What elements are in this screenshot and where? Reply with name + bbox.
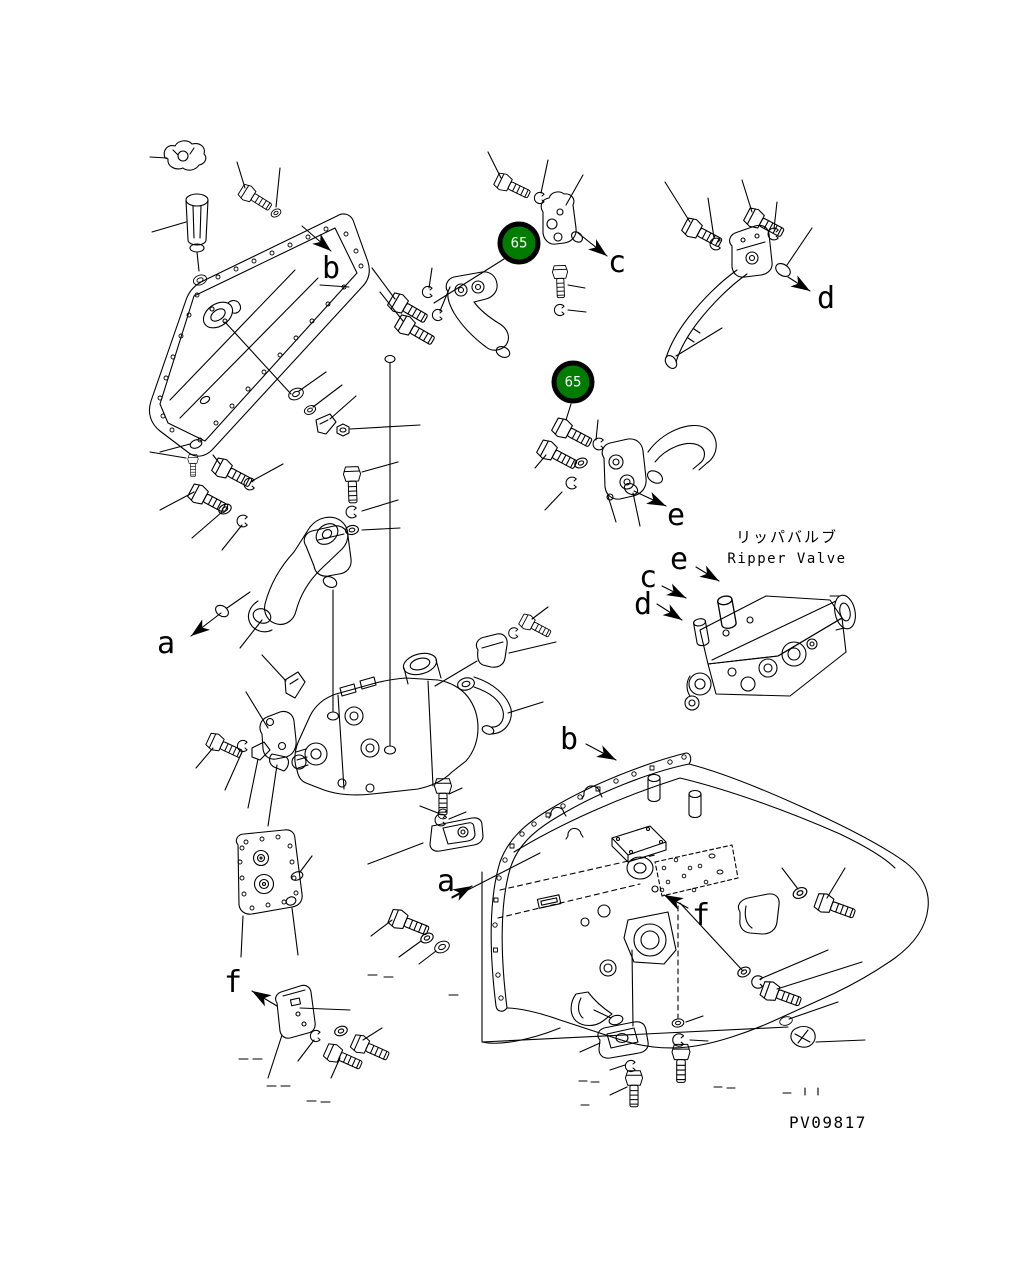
cover-plate-fittings [149, 140, 421, 477]
middle-bracket-group [534, 415, 717, 527]
callout-letter-d-6: d [633, 587, 653, 622]
steering-case-group [451, 752, 929, 1108]
callout-letter-e-4: e [669, 542, 689, 577]
top-center-bracket-group [326, 151, 587, 755]
callout-letter-e-3: e [666, 498, 686, 533]
part-balloon-65-1[interactable]: 65 [551, 360, 595, 404]
caption-japanese: リッパバルブ [735, 528, 838, 546]
bottom-left-plate-group [235, 805, 484, 965]
callout-letter-b-8: b [559, 722, 579, 757]
caption-english: Ripper Valve [727, 551, 847, 567]
cover-plate-group [148, 213, 370, 457]
callout-letter-b-0: b [321, 251, 341, 286]
callout-letter-f-11: f [223, 965, 243, 1000]
elision-dashes [238, 974, 819, 1106]
callout-letter-a-7: a [156, 626, 176, 661]
bottom-left-f-group [267, 984, 392, 1079]
elbow-pipe-group [159, 454, 401, 649]
callout-letter-c-1: c [607, 245, 627, 280]
top-right-tube-group [664, 179, 813, 369]
ripper-valve-group [684, 594, 856, 711]
part-balloon-65-0[interactable]: 65 [497, 221, 541, 265]
callout-letter-f-10: f [691, 898, 711, 933]
callout-letter-d-2: d [816, 281, 836, 316]
pump-assembly-group [195, 606, 557, 827]
callout-letter-a-9: a [436, 864, 456, 899]
drawing-number: PV09817 [789, 1113, 867, 1132]
valve-caption: リッパバルブ Ripper Valve [727, 526, 846, 567]
callout-letter-c-5: c [638, 560, 658, 595]
callout-arrows [186, 225, 814, 1007]
